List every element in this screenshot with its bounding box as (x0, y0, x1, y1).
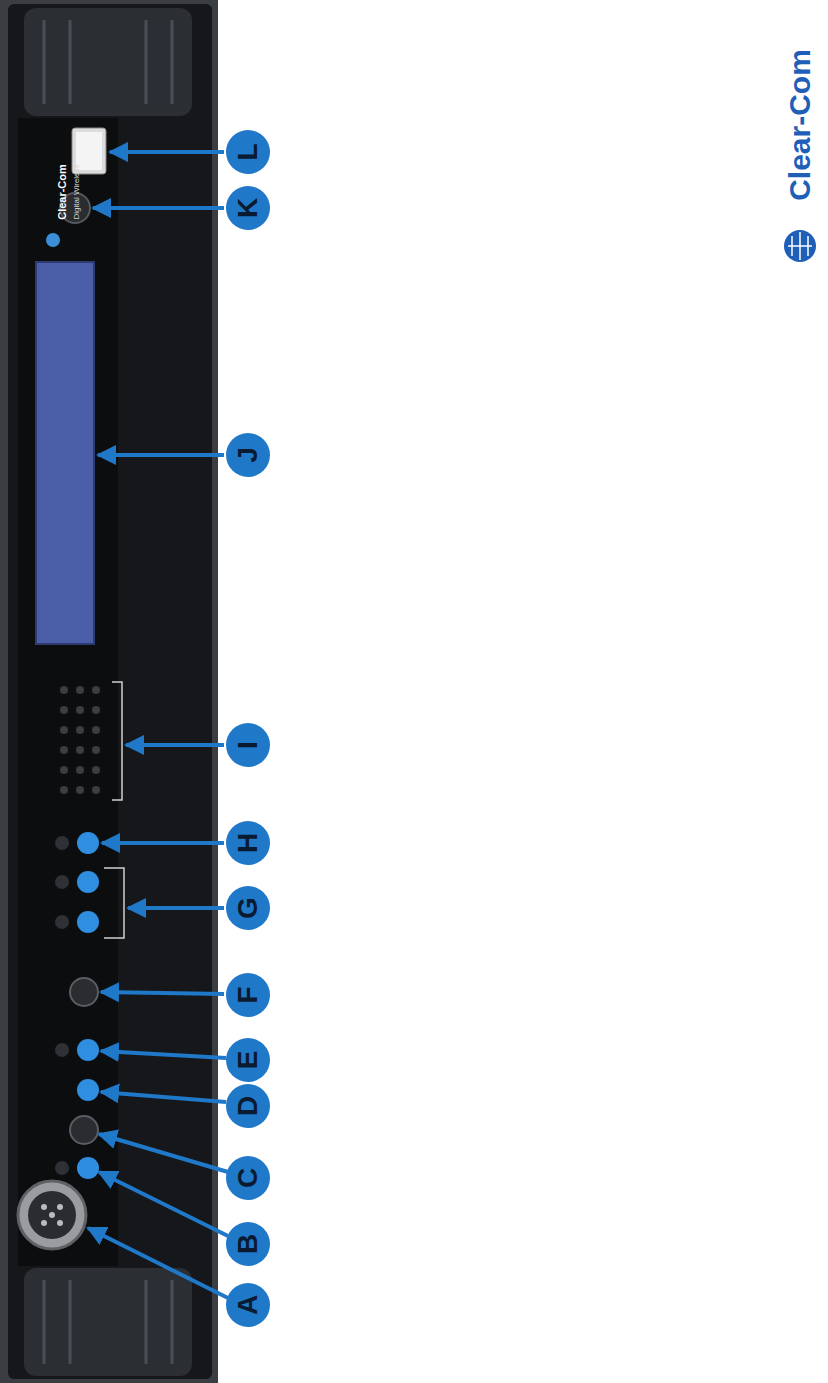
indicator-led (55, 1043, 69, 1057)
power-rocker (76, 132, 102, 170)
callout-letter: F (234, 986, 262, 1003)
callout-letter: L (234, 143, 262, 160)
indicator-led (55, 875, 69, 889)
callout-letter: E (234, 1051, 262, 1070)
panel-logo: Clear-Com (57, 164, 68, 220)
antenna-leds (60, 686, 100, 794)
callout-letter: A (234, 1295, 262, 1315)
callout-letter: C (234, 1168, 262, 1188)
bracket (104, 868, 124, 938)
connector-pins (41, 1204, 63, 1226)
bracket (112, 682, 122, 800)
indicator-led (55, 1161, 69, 1175)
indicator-led (55, 836, 69, 850)
enable-button (77, 871, 99, 893)
handle-ridges (44, 20, 172, 104)
handle-ridges (44, 1280, 172, 1364)
callout-letter: J (234, 447, 262, 463)
connector-socket (28, 1191, 76, 1239)
callout-letter: I (234, 741, 262, 749)
level-knob (70, 1116, 98, 1144)
logo-icon (46, 233, 60, 247)
indicator-led (55, 915, 69, 929)
callout-letter: K (234, 198, 262, 218)
callout-letter: B (234, 1234, 262, 1254)
leader-arrow (88, 152, 228, 1298)
lcd-display (36, 262, 94, 644)
rack-handle (24, 8, 192, 116)
front-plate (8, 4, 212, 1379)
panel-subtitle: Digital Wireless (73, 164, 81, 219)
callout-letter: G (234, 897, 262, 919)
menu-button (77, 1079, 99, 1101)
headset-connector (18, 1181, 86, 1249)
brand-logo-icon (784, 230, 816, 262)
callout-letter: D (234, 1096, 262, 1116)
talk-button (77, 1157, 99, 1179)
callout-circle (226, 130, 270, 1327)
rack-handle (24, 1268, 192, 1376)
talk-button (77, 1039, 99, 1061)
enable-button (77, 911, 99, 933)
level-knob (70, 978, 98, 1006)
brand-logo: Clear-Com (785, 49, 815, 201)
pgm-button (77, 832, 99, 854)
callout-letter: H (234, 833, 262, 853)
